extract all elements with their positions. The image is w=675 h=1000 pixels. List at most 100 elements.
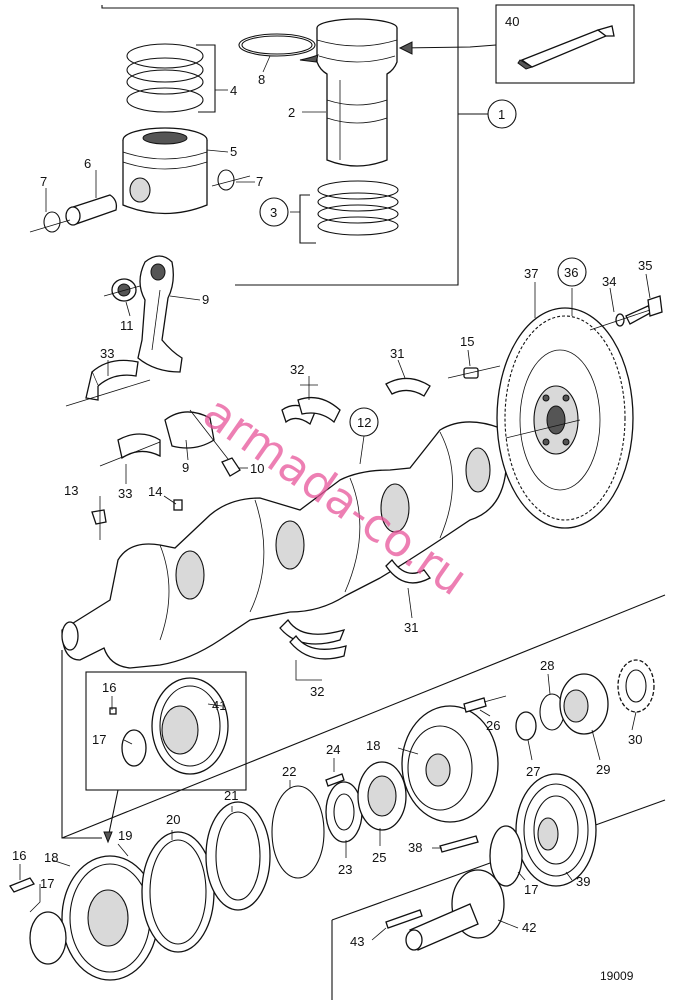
- drawing-number: 19009: [600, 969, 634, 983]
- small-end-bushing: [103, 278, 141, 302]
- damper-inset: [85, 671, 247, 844]
- callout-38: 38: [408, 840, 422, 855]
- connecting-rod-upper: [137, 255, 183, 373]
- liner-seal-ring: [238, 33, 319, 63]
- callout-31-lower: 31: [404, 620, 418, 635]
- callout-35: 35: [638, 258, 652, 273]
- callout-labels: 40 1 2 3 4 5 6 7 7 8 9 9 10 11 12 13 14 …: [12, 14, 652, 949]
- thrust-washer-front: [515, 711, 537, 741]
- pto-adapter: [405, 869, 505, 951]
- lock-washer: [325, 781, 363, 843]
- callout-17-right: 17: [524, 882, 538, 897]
- crankshaft-key: [91, 509, 107, 525]
- callout-5: 5: [230, 144, 237, 159]
- pulley-bolt: [463, 695, 507, 713]
- piston-rings: [126, 43, 216, 113]
- flywheel-bolt-washer: [589, 295, 663, 331]
- callout-43: 43: [350, 934, 364, 949]
- circlip-left: [29, 211, 71, 233]
- circlip-right: [211, 169, 251, 191]
- callout-22: 22: [282, 764, 296, 779]
- piston: [122, 127, 208, 215]
- callout-7-left: 7: [40, 174, 47, 189]
- callout-12-circle: [349, 407, 379, 437]
- callout-34: 34: [602, 274, 616, 289]
- callout-9-lower: 9: [182, 460, 189, 475]
- belt-pulley: [515, 773, 597, 887]
- main-bearing-shells-lower: [279, 618, 347, 660]
- callout-25: 25: [372, 850, 386, 865]
- callout-10: 10: [250, 461, 264, 476]
- crankshaft-pulley: [401, 705, 499, 823]
- connecting-rod-cap: [164, 409, 236, 469]
- callout-14: 14: [148, 484, 162, 499]
- callout-29: 29: [596, 762, 610, 777]
- callout-33-lower: 33: [118, 486, 132, 501]
- callout-7-right: 7: [256, 174, 263, 189]
- timing-cover-plate: [205, 801, 271, 911]
- cylinder-liner: [316, 18, 398, 167]
- timing-cover-seal: [141, 831, 215, 953]
- callout-13: 13: [64, 483, 78, 498]
- dowel-pin: [447, 365, 501, 379]
- flywheel: [496, 307, 634, 529]
- callout-11: 11: [120, 318, 134, 333]
- o-ring-seal: [271, 785, 325, 879]
- main-bearing-shells-upper: [281, 384, 341, 426]
- thrust-washers-lower: [385, 558, 431, 584]
- callout-3: 3: [270, 205, 277, 220]
- rod-bearing-shell-upper: [65, 359, 151, 407]
- callout-18-mid: 18: [366, 738, 380, 753]
- callout-26: 26: [486, 718, 500, 733]
- callout-16-inset: 16: [102, 680, 116, 695]
- callout-24: 24: [326, 742, 340, 757]
- sealant-tube-inset: [398, 4, 635, 84]
- callout-23: 23: [338, 862, 352, 877]
- callout-21: 21: [224, 788, 238, 803]
- hub-adapter: [325, 761, 407, 831]
- callout-12: 12: [357, 415, 371, 430]
- callout-33-upper: 33: [100, 346, 114, 361]
- liner-group-frame: [101, 5, 488, 286]
- callout-20: 20: [166, 812, 180, 827]
- callout-40: 40: [505, 14, 519, 29]
- callout-36: 36: [564, 265, 578, 280]
- callout-9-upper: 9: [202, 292, 209, 307]
- pto-bolt: [385, 909, 423, 929]
- rod-bearing-shell-lower: [99, 433, 161, 467]
- callout-37: 37: [524, 266, 538, 281]
- callout-36-circle: [557, 257, 587, 287]
- crankshaft-plug: [173, 499, 183, 511]
- callout-31-upper: 31: [390, 346, 404, 361]
- leader-lines: [19, 55, 651, 941]
- callout-39: 39: [576, 874, 590, 889]
- pulley-washer: [489, 825, 523, 887]
- callout-42: 42: [522, 920, 536, 935]
- callout-19: 19: [118, 828, 132, 843]
- callout-1: 1: [498, 107, 505, 122]
- callout-6: 6: [84, 156, 91, 171]
- vibration-damper: [9, 855, 159, 981]
- callout-32-lower: 32: [310, 684, 324, 699]
- thrust-washers-upper: [385, 377, 431, 397]
- callout-2: 2: [288, 105, 295, 120]
- callout-28: 28: [540, 658, 554, 673]
- crankshaft-gear-hub: [559, 673, 609, 735]
- callout-41: 41: [212, 698, 226, 713]
- crankshaft-gear: [617, 659, 655, 713]
- callout-16-lower: 16: [12, 848, 26, 863]
- piston-pin: [65, 194, 118, 226]
- callout-32-upper: 32: [290, 362, 304, 377]
- callout-17-lower: 17: [40, 876, 54, 891]
- callout-3-circle: [259, 197, 289, 227]
- callout-15: 15: [460, 334, 474, 349]
- liner-o-rings: [299, 180, 399, 244]
- callout-18-lower: 18: [44, 850, 58, 865]
- pulley-bolt-front: [439, 835, 479, 853]
- callout-4: 4: [230, 83, 237, 98]
- callout-30: 30: [628, 732, 642, 747]
- connecting-rod-bolt: [221, 457, 241, 477]
- callout-8: 8: [258, 72, 265, 87]
- callout-27: 27: [526, 764, 540, 779]
